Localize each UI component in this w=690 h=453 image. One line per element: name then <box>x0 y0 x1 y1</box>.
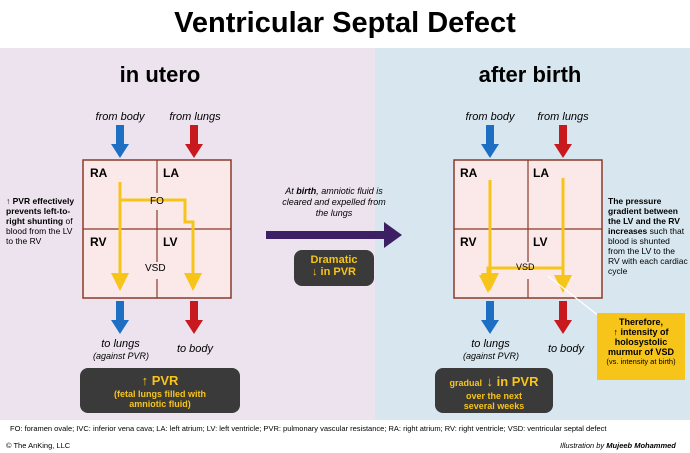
left-side-note: ↑ PVR effectively prevents left-to-right… <box>6 196 75 246</box>
in-utero-heading: in utero <box>119 62 201 87</box>
vsd-gap <box>152 262 162 279</box>
illustration-credit: Illustration by Mujeeb Mohammed <box>560 441 676 450</box>
left-heart <box>82 159 232 299</box>
left-rv-label: RV <box>90 235 107 249</box>
transition-arrow <box>266 222 402 248</box>
right-lv-label: LV <box>533 235 548 249</box>
left-in-lungs-arrow <box>185 125 203 158</box>
left-ra-label: RA <box>90 166 108 180</box>
left-lv-label: LV <box>163 235 178 249</box>
left-la-label: LA <box>163 166 179 180</box>
right-pvr-box: gradual ↓ in PVR over the next several w… <box>435 368 553 413</box>
right-vsd-gap <box>523 262 533 279</box>
right-pvr-box-sub: over the next several weeks <box>463 391 525 411</box>
left-to-lungs-label: to lungs <box>101 338 140 350</box>
left-to-body-label: to body <box>176 343 214 355</box>
after-birth-heading: after birth <box>478 62 582 87</box>
fo-label: FO <box>150 196 164 207</box>
right-from-lungs-label: from lungs <box>537 111 589 123</box>
murmur-callout: Therefore, ↑ intensity of holosystolic m… <box>597 313 685 380</box>
right-pvr-box-title: gradual ↓ in PVR <box>449 374 539 389</box>
callout-pointer <box>547 275 605 321</box>
dramatic-pvr-label: ↓ in PVR <box>311 266 356 278</box>
right-heart <box>453 159 603 299</box>
left-flow-ra-to-lv <box>118 182 202 291</box>
left-out-lungs-arrow <box>111 301 129 334</box>
dramatic-label: Dramatic <box>310 254 358 266</box>
left-in-body-arrow <box>111 125 129 158</box>
left-from-lungs-label: from lungs <box>169 111 221 123</box>
right-vsd-label: VSD <box>516 262 535 272</box>
page-title: Ventricular Septal Defect <box>174 7 516 39</box>
dramatic-pvr-box: Dramatic ↓ in PVR <box>294 250 374 286</box>
right-la-label: LA <box>533 166 549 180</box>
right-out-body-arrow <box>554 301 572 334</box>
left-pvr-box-title: ↑ PVR <box>141 373 179 388</box>
left-pvr-box: ↑ PVR (fetal lungs filled with amniotic … <box>80 368 240 413</box>
right-in-body-arrow <box>481 125 499 158</box>
copyright: © The AnKing, LLC <box>6 441 71 450</box>
right-from-body-label: from body <box>465 111 515 123</box>
right-to-body-label: to body <box>547 343 585 355</box>
flow-arrows <box>111 125 572 334</box>
left-from-body-label: from body <box>95 111 145 123</box>
right-flow-lv-to-rv <box>479 178 565 293</box>
left-out-body-arrow <box>185 301 203 334</box>
right-ra-label: RA <box>460 166 478 180</box>
left-vsd-label: VSD <box>145 263 166 274</box>
abbreviation-legend: FO: foramen ovale; IVC: inferior vena ca… <box>10 424 607 433</box>
right-against-pvr-label: (against PVR) <box>462 351 520 361</box>
right-side-note: The pressure gradient between the LV and… <box>608 196 688 276</box>
left-pvr-box-sub: (fetal lungs filled with amniotic fluid) <box>114 389 206 409</box>
birth-note: At birth, amniotic fluid is cleared and … <box>282 186 386 218</box>
right-to-lungs-label: to lungs <box>471 338 510 350</box>
right-out-lungs-arrow <box>481 301 499 334</box>
right-in-lungs-arrow <box>554 125 572 158</box>
right-rv-label: RV <box>460 235 477 249</box>
left-against-pvr-label: (against PVR) <box>92 351 150 361</box>
